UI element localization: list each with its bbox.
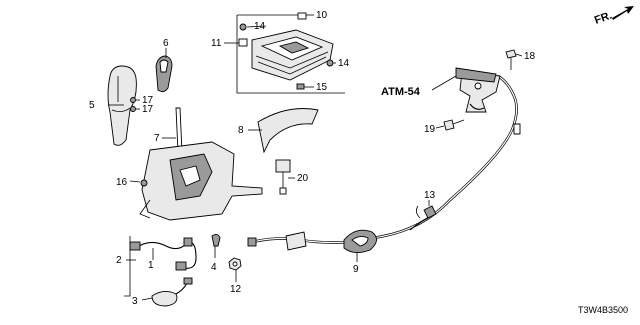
leader-19 bbox=[435, 125, 445, 129]
lever-rod bbox=[175, 107, 183, 153]
panel-clip-10 bbox=[297, 12, 307, 20]
front-arrow-icon bbox=[612, 6, 634, 20]
shift-panel-8 bbox=[257, 108, 319, 154]
bolt-16 bbox=[140, 179, 148, 187]
cable-clamp bbox=[409, 217, 429, 231]
leader-3 bbox=[141, 297, 153, 301]
shift-knob bbox=[107, 65, 137, 146]
bolt-19-head bbox=[443, 119, 455, 131]
callout-12: 12 bbox=[230, 284, 242, 295]
clip-13 bbox=[416, 205, 437, 219]
bolt-18-head bbox=[505, 49, 517, 59]
front-direction-indicator: FR. bbox=[593, 6, 634, 27]
cable-bracket bbox=[455, 67, 501, 113]
group-bracket-2 bbox=[124, 236, 131, 297]
bracket-spring bbox=[469, 103, 485, 110]
bolt-19 bbox=[443, 119, 465, 131]
bracket-rod bbox=[455, 67, 497, 83]
shift-slot bbox=[278, 41, 310, 54]
shift-lever-assembly bbox=[139, 107, 263, 221]
nut-12-hole bbox=[232, 261, 238, 267]
knob-seam bbox=[111, 107, 131, 112]
part-4 bbox=[211, 233, 221, 247]
panel-edge-lower bbox=[257, 56, 327, 75]
callout-14a: 14 bbox=[254, 21, 266, 32]
bolt-18 bbox=[505, 49, 517, 70]
clip-13-body bbox=[423, 205, 437, 219]
screw-14 bbox=[239, 23, 247, 31]
clip-11 bbox=[238, 38, 248, 47]
connector-a bbox=[129, 241, 141, 251]
callout-18: 18 bbox=[524, 51, 536, 62]
callout-6: 6 bbox=[163, 38, 169, 49]
bolt-19-shaft bbox=[452, 119, 465, 125]
callout-20: 20 bbox=[297, 173, 309, 184]
connector-c bbox=[183, 237, 193, 247]
wire-harness bbox=[124, 236, 197, 297]
callout-5: 5 bbox=[89, 100, 95, 111]
part-3-body bbox=[151, 291, 178, 307]
cable-clip bbox=[513, 123, 521, 135]
callout-11: 11 bbox=[211, 38, 222, 49]
leader-atm54 bbox=[431, 75, 457, 91]
panel-edge bbox=[255, 51, 329, 69]
callout-19: 19 bbox=[424, 124, 436, 135]
callout-labels: 1 2 3 4 5 6 7 8 9 10 11 12 13 14 14 15 1… bbox=[89, 10, 536, 307]
indicator-panel-group bbox=[236, 12, 345, 94]
part-3 bbox=[151, 277, 193, 307]
group-bracket-lower bbox=[236, 15, 345, 94]
knob-body bbox=[107, 65, 137, 146]
leader-lines bbox=[108, 14, 523, 301]
part-3-connector bbox=[183, 277, 193, 285]
reference-label: ATM-54 bbox=[381, 86, 421, 98]
leader-14a bbox=[246, 25, 267, 28]
lever-detent bbox=[179, 165, 201, 187]
callout-17a: 17 bbox=[142, 95, 154, 106]
callout-7: 7 bbox=[154, 133, 160, 144]
callout-4: 4 bbox=[211, 262, 217, 273]
leader-16 bbox=[129, 180, 141, 183]
base-foot bbox=[139, 199, 151, 219]
screw-17b bbox=[130, 106, 136, 112]
screw-17a bbox=[130, 97, 136, 103]
clip-13-tab bbox=[416, 205, 421, 219]
callout-17b: 17 bbox=[142, 104, 154, 115]
cable-boot bbox=[285, 231, 307, 251]
callout-16: 16 bbox=[116, 177, 128, 188]
nut-12 bbox=[228, 257, 242, 271]
knob-cover bbox=[155, 55, 173, 93]
callout-15: 15 bbox=[316, 82, 328, 93]
sensor-20 bbox=[275, 159, 291, 195]
callout-14b: 14 bbox=[338, 58, 350, 69]
sensor-body bbox=[275, 159, 291, 173]
callout-10: 10 bbox=[316, 10, 328, 21]
direction-label: FR. bbox=[593, 9, 614, 26]
cable-end bbox=[247, 237, 257, 247]
diagram-code: T3W4B3500 bbox=[578, 305, 628, 315]
bulb-15 bbox=[296, 83, 305, 90]
grommet-inner bbox=[351, 235, 369, 247]
callout-1: 1 bbox=[148, 260, 154, 271]
callout-8: 8 bbox=[238, 125, 244, 136]
screw-14b bbox=[326, 59, 334, 67]
shift-cable bbox=[247, 74, 521, 253]
sensor-tip bbox=[279, 187, 287, 195]
callout-13: 13 bbox=[424, 190, 436, 201]
bracket-hole bbox=[474, 82, 482, 90]
connector-b bbox=[175, 261, 187, 271]
callout-3: 3 bbox=[132, 296, 138, 307]
leader-18 bbox=[515, 53, 523, 57]
callout-2: 2 bbox=[116, 255, 122, 266]
knob-cover-button bbox=[159, 59, 169, 73]
callout-9: 9 bbox=[353, 264, 359, 275]
